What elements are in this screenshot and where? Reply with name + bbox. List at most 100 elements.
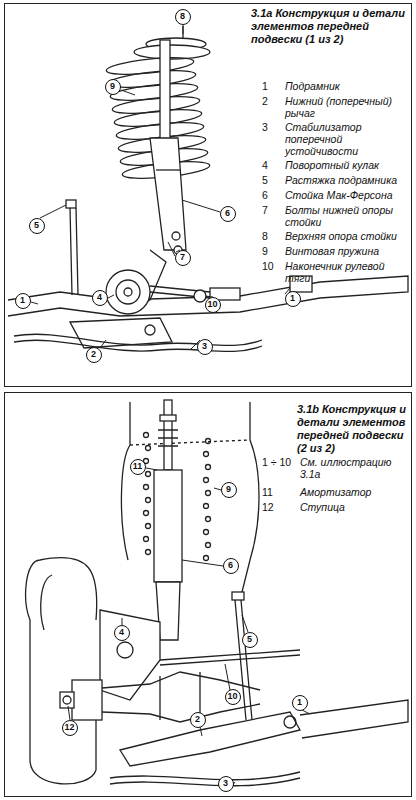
coil-spring (144, 433, 149, 438)
coil-spring (206, 491, 211, 496)
leader-lines-b (122, 618, 123, 625)
anti-roll-bar (110, 772, 300, 786)
leader-lines-b (302, 710, 310, 714)
lower-arm (145, 325, 155, 335)
leader-lines-a (31, 25, 290, 350)
steering-knuckle (116, 280, 140, 304)
legend-text: См. иллюстрацию 3.1a (300, 456, 406, 480)
coil-spring (114, 106, 203, 129)
subframe-brace (66, 200, 76, 208)
callout-number: 2 (86, 347, 102, 363)
leader-lines-a (108, 295, 114, 298)
hub (72, 680, 102, 720)
figure-heading: 3.1a Конструкция и детали элементов пере… (251, 7, 407, 46)
coil-spring (206, 543, 211, 548)
figure-panel: 3.1b Конструкция и детали элементов пере… (4, 392, 412, 797)
subframe (8, 276, 408, 316)
leader-lines-b (225, 664, 230, 690)
leader-lines-a (40, 205, 66, 218)
callout-number: 1 (15, 293, 31, 309)
steering-knuckle (100, 610, 160, 700)
coil-spring (206, 465, 211, 470)
callout-text: 3 (223, 779, 228, 788)
coil-spring (204, 556, 209, 561)
tie-rod (160, 650, 300, 665)
legend-number: 5 (262, 174, 282, 186)
leader-lines-a (121, 90, 135, 95)
steering-knuckle (106, 250, 166, 314)
coil-spring (146, 498, 151, 503)
callout-number: 6 (220, 206, 236, 222)
subframe (8, 276, 408, 316)
coil-spring (204, 452, 209, 457)
callout-text: 12 (64, 723, 74, 732)
leader-lines-a (31, 302, 38, 304)
legend-number: 3 (262, 121, 282, 133)
callout-text: 9 (226, 485, 231, 494)
callout-text: 1 (297, 698, 302, 707)
coil-spring (106, 54, 195, 77)
macpherson-strut (150, 40, 186, 250)
callout-number: 11 (130, 459, 146, 475)
subframe-brace (232, 592, 244, 600)
top-mount (134, 45, 210, 59)
callout-number: 10 (205, 297, 221, 313)
subframe (300, 700, 408, 738)
callout-number: 7 (175, 250, 191, 266)
shock-absorber (154, 470, 182, 582)
callout-text: 1 (290, 294, 295, 303)
callout-number: 9 (221, 482, 237, 498)
hub (63, 696, 71, 704)
lower-arm (120, 712, 300, 766)
callout-text: 5 (34, 221, 39, 230)
legend-number: 2 (262, 95, 282, 107)
legend-text: Стойка Мак-Ферсона (285, 189, 407, 201)
subframe-brace (70, 208, 78, 295)
callout-number: 3 (197, 339, 213, 355)
shock-rod (160, 415, 176, 421)
callout-text: 3 (202, 342, 207, 351)
legend-text: Стабилизатор поперечной устойчивости (285, 121, 407, 157)
legend-text: Ступица (300, 501, 406, 513)
coil-spring (146, 550, 151, 555)
coil-spring (204, 478, 209, 483)
legend-text: Нижний (поперечный) рычаг (285, 95, 407, 119)
leader-lines-a (168, 242, 175, 256)
hub (60, 680, 102, 720)
callout-text: 11 (133, 462, 143, 471)
leader-lines-b (200, 727, 202, 736)
callout-number: 9 (105, 79, 121, 95)
shock-rod (158, 400, 178, 470)
tie-rod (160, 655, 300, 665)
tie-rod-end (194, 290, 206, 302)
callout-text: 10 (207, 300, 217, 309)
callout-text: 6 (225, 209, 230, 218)
leader-lines-b (68, 706, 70, 720)
legend-number: 4 (262, 159, 282, 171)
callout-number: 1 (292, 695, 308, 711)
legend-number: 10 (262, 260, 282, 272)
coil-spring (204, 504, 209, 509)
leader-lines-a (100, 340, 106, 348)
coil-spring (146, 446, 151, 451)
drive-shaft (102, 672, 260, 722)
leader-lines-b (182, 560, 223, 566)
coil-spring (144, 537, 149, 542)
coil-spring (206, 439, 211, 444)
leader-lines-b (214, 488, 221, 490)
steering-knuckle (106, 270, 150, 314)
tie-rod (160, 650, 300, 660)
callout-text: 5 (247, 635, 252, 644)
callout-number: 4 (92, 290, 108, 306)
callout-text: 2 (91, 350, 96, 359)
legend-number: 1 (262, 80, 282, 92)
callout-text: 6 (228, 561, 233, 570)
legend-number: 7 (262, 204, 282, 216)
steering-knuckle (117, 642, 133, 658)
legend-text: Болты нижней опоры стойки (285, 204, 407, 228)
strut-bolts (172, 232, 180, 240)
legend-text: Верхняя опора стойки (285, 230, 407, 242)
legend-number: 1 ÷ 10 (262, 456, 298, 468)
